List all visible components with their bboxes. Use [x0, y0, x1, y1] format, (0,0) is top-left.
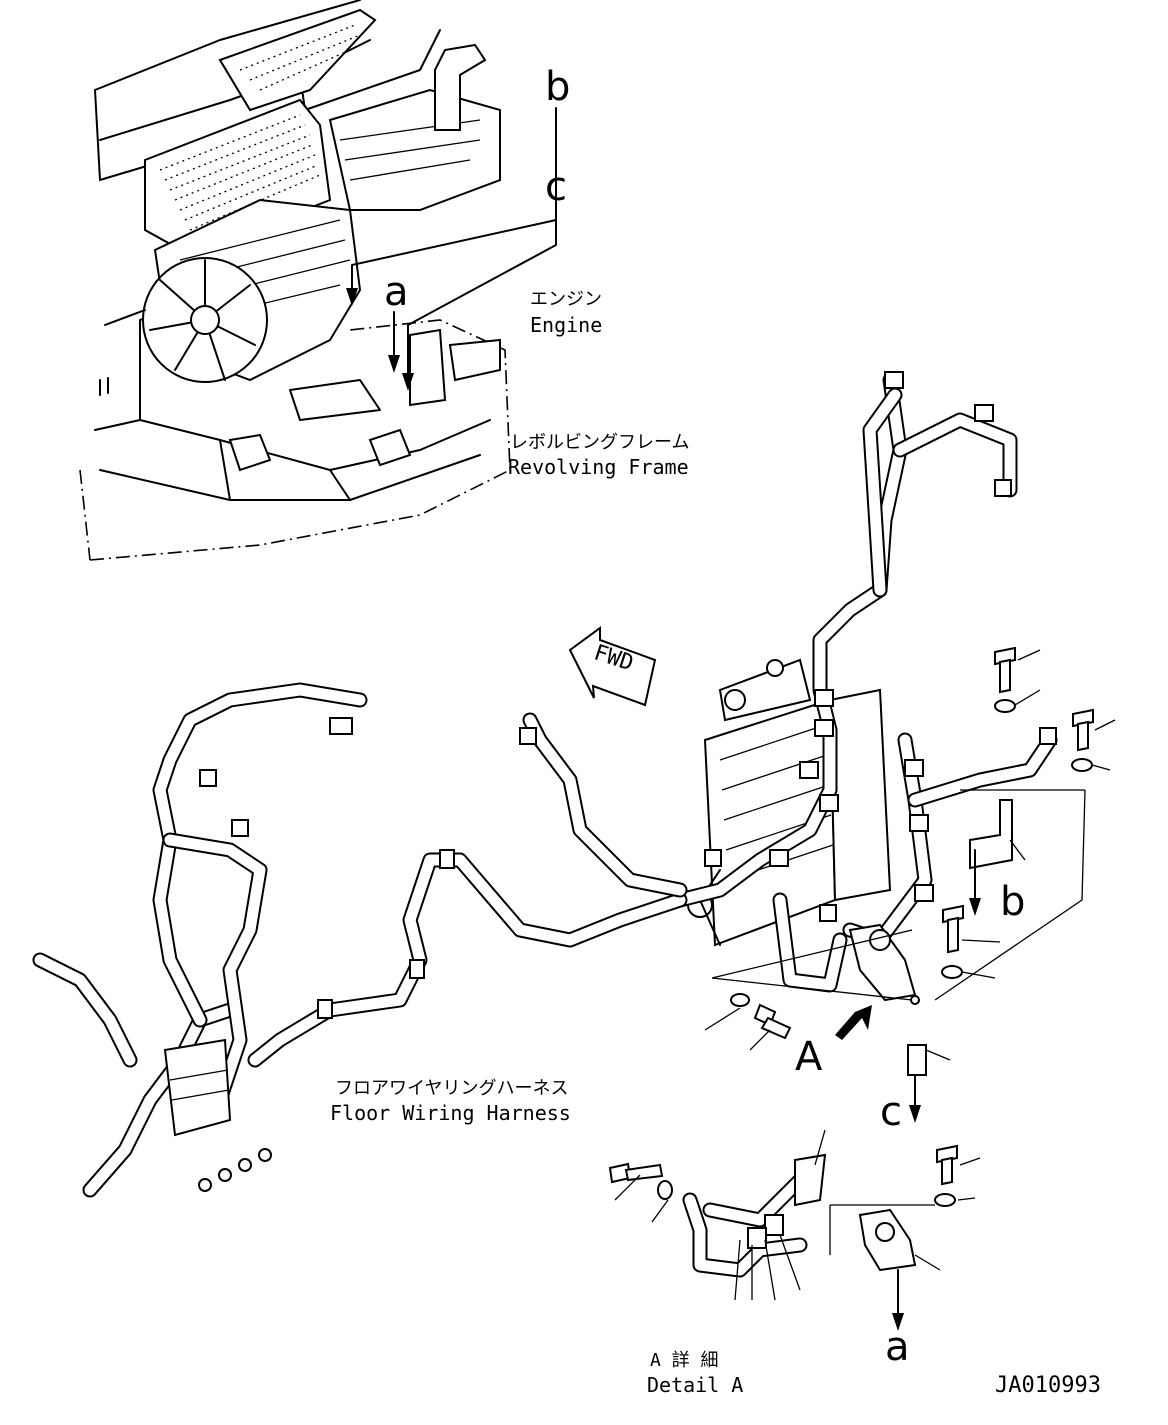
- view-a-arrow: [835, 1005, 872, 1040]
- callout-view-a: A: [795, 1034, 823, 1080]
- bolt-left: [704, 993, 792, 1051]
- perforated-grille: [159, 24, 361, 231]
- bracket-b: [969, 799, 1026, 870]
- engine-assembly: [79, 0, 511, 561]
- forward-direction-arrow: FWD: [568, 626, 657, 707]
- ring-terminals: [198, 1148, 272, 1192]
- frame-label-jp: レボルビングフレーム: [510, 432, 689, 453]
- callout-leaders-top: [346, 107, 557, 391]
- engine-label-en: Engine: [530, 313, 602, 337]
- engine-label-jp: エンジン: [530, 289, 602, 310]
- bracket-main: [848, 923, 920, 1005]
- spacer-c: [907, 1044, 951, 1076]
- controller-bracket-assembly: [687, 658, 892, 947]
- bolt-right: [1071, 708, 1116, 772]
- bolt-top: [994, 646, 1041, 713]
- detail-label-jp: A 詳 細: [650, 1350, 719, 1371]
- callout-a-top: a: [384, 269, 409, 315]
- callout-b-top: b: [545, 64, 570, 110]
- drawing-number: JA010993: [995, 1373, 1101, 1398]
- callout-c-right: c: [880, 1089, 902, 1135]
- harness-label-jp: フロアワイヤリングハーネス: [335, 1078, 568, 1099]
- harness-relay-box: [163, 1038, 232, 1137]
- frame-label-en: Revolving Frame: [508, 455, 689, 479]
- callout-b-right: b: [1000, 879, 1025, 925]
- harness-connectors: [199, 371, 1057, 1019]
- callout-a-detail: a: [885, 1324, 910, 1370]
- cooling-fan: [142, 257, 268, 383]
- bolt-mid: [941, 904, 1001, 979]
- harness-label-en: Floor Wiring Harness: [330, 1101, 571, 1125]
- detail-label-en: Detail A: [647, 1373, 743, 1397]
- callout-c-top: c: [545, 164, 567, 210]
- callout-leaders-right: [711, 789, 1086, 1123]
- detail-a-view: [608, 1129, 981, 1331]
